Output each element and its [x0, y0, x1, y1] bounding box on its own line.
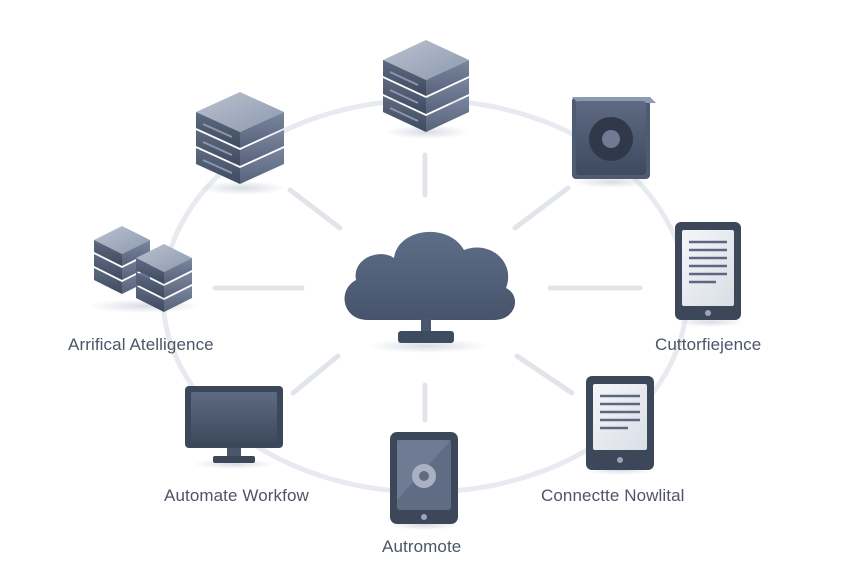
label-customer-experience: Cuttorfiejence	[655, 335, 762, 354]
connection-spokes	[212, 152, 643, 423]
label-automate-workflow: Automate Workfow	[164, 486, 309, 505]
tablet-document-icon	[675, 222, 744, 327]
tablet-icon	[388, 432, 460, 530]
server-rack-icon	[196, 92, 286, 195]
label-automote: Autromote	[382, 537, 462, 556]
spoke-bottom-right	[514, 353, 575, 396]
server-rack-icon	[383, 40, 469, 139]
spoke-bottom-left	[290, 353, 341, 396]
cloud-icon	[344, 231, 516, 353]
label-connected-hospital: Connectte Nowlital	[541, 486, 685, 505]
monitor-icon	[185, 386, 283, 469]
spoke-top-right	[512, 185, 571, 231]
speaker-icon	[572, 97, 656, 188]
label-artificial-intelligence: Arrifical Atelligence	[68, 335, 214, 354]
tablet-document-icon	[586, 376, 654, 475]
server-cluster-icon	[89, 226, 201, 313]
spoke-top-left	[287, 187, 343, 231]
